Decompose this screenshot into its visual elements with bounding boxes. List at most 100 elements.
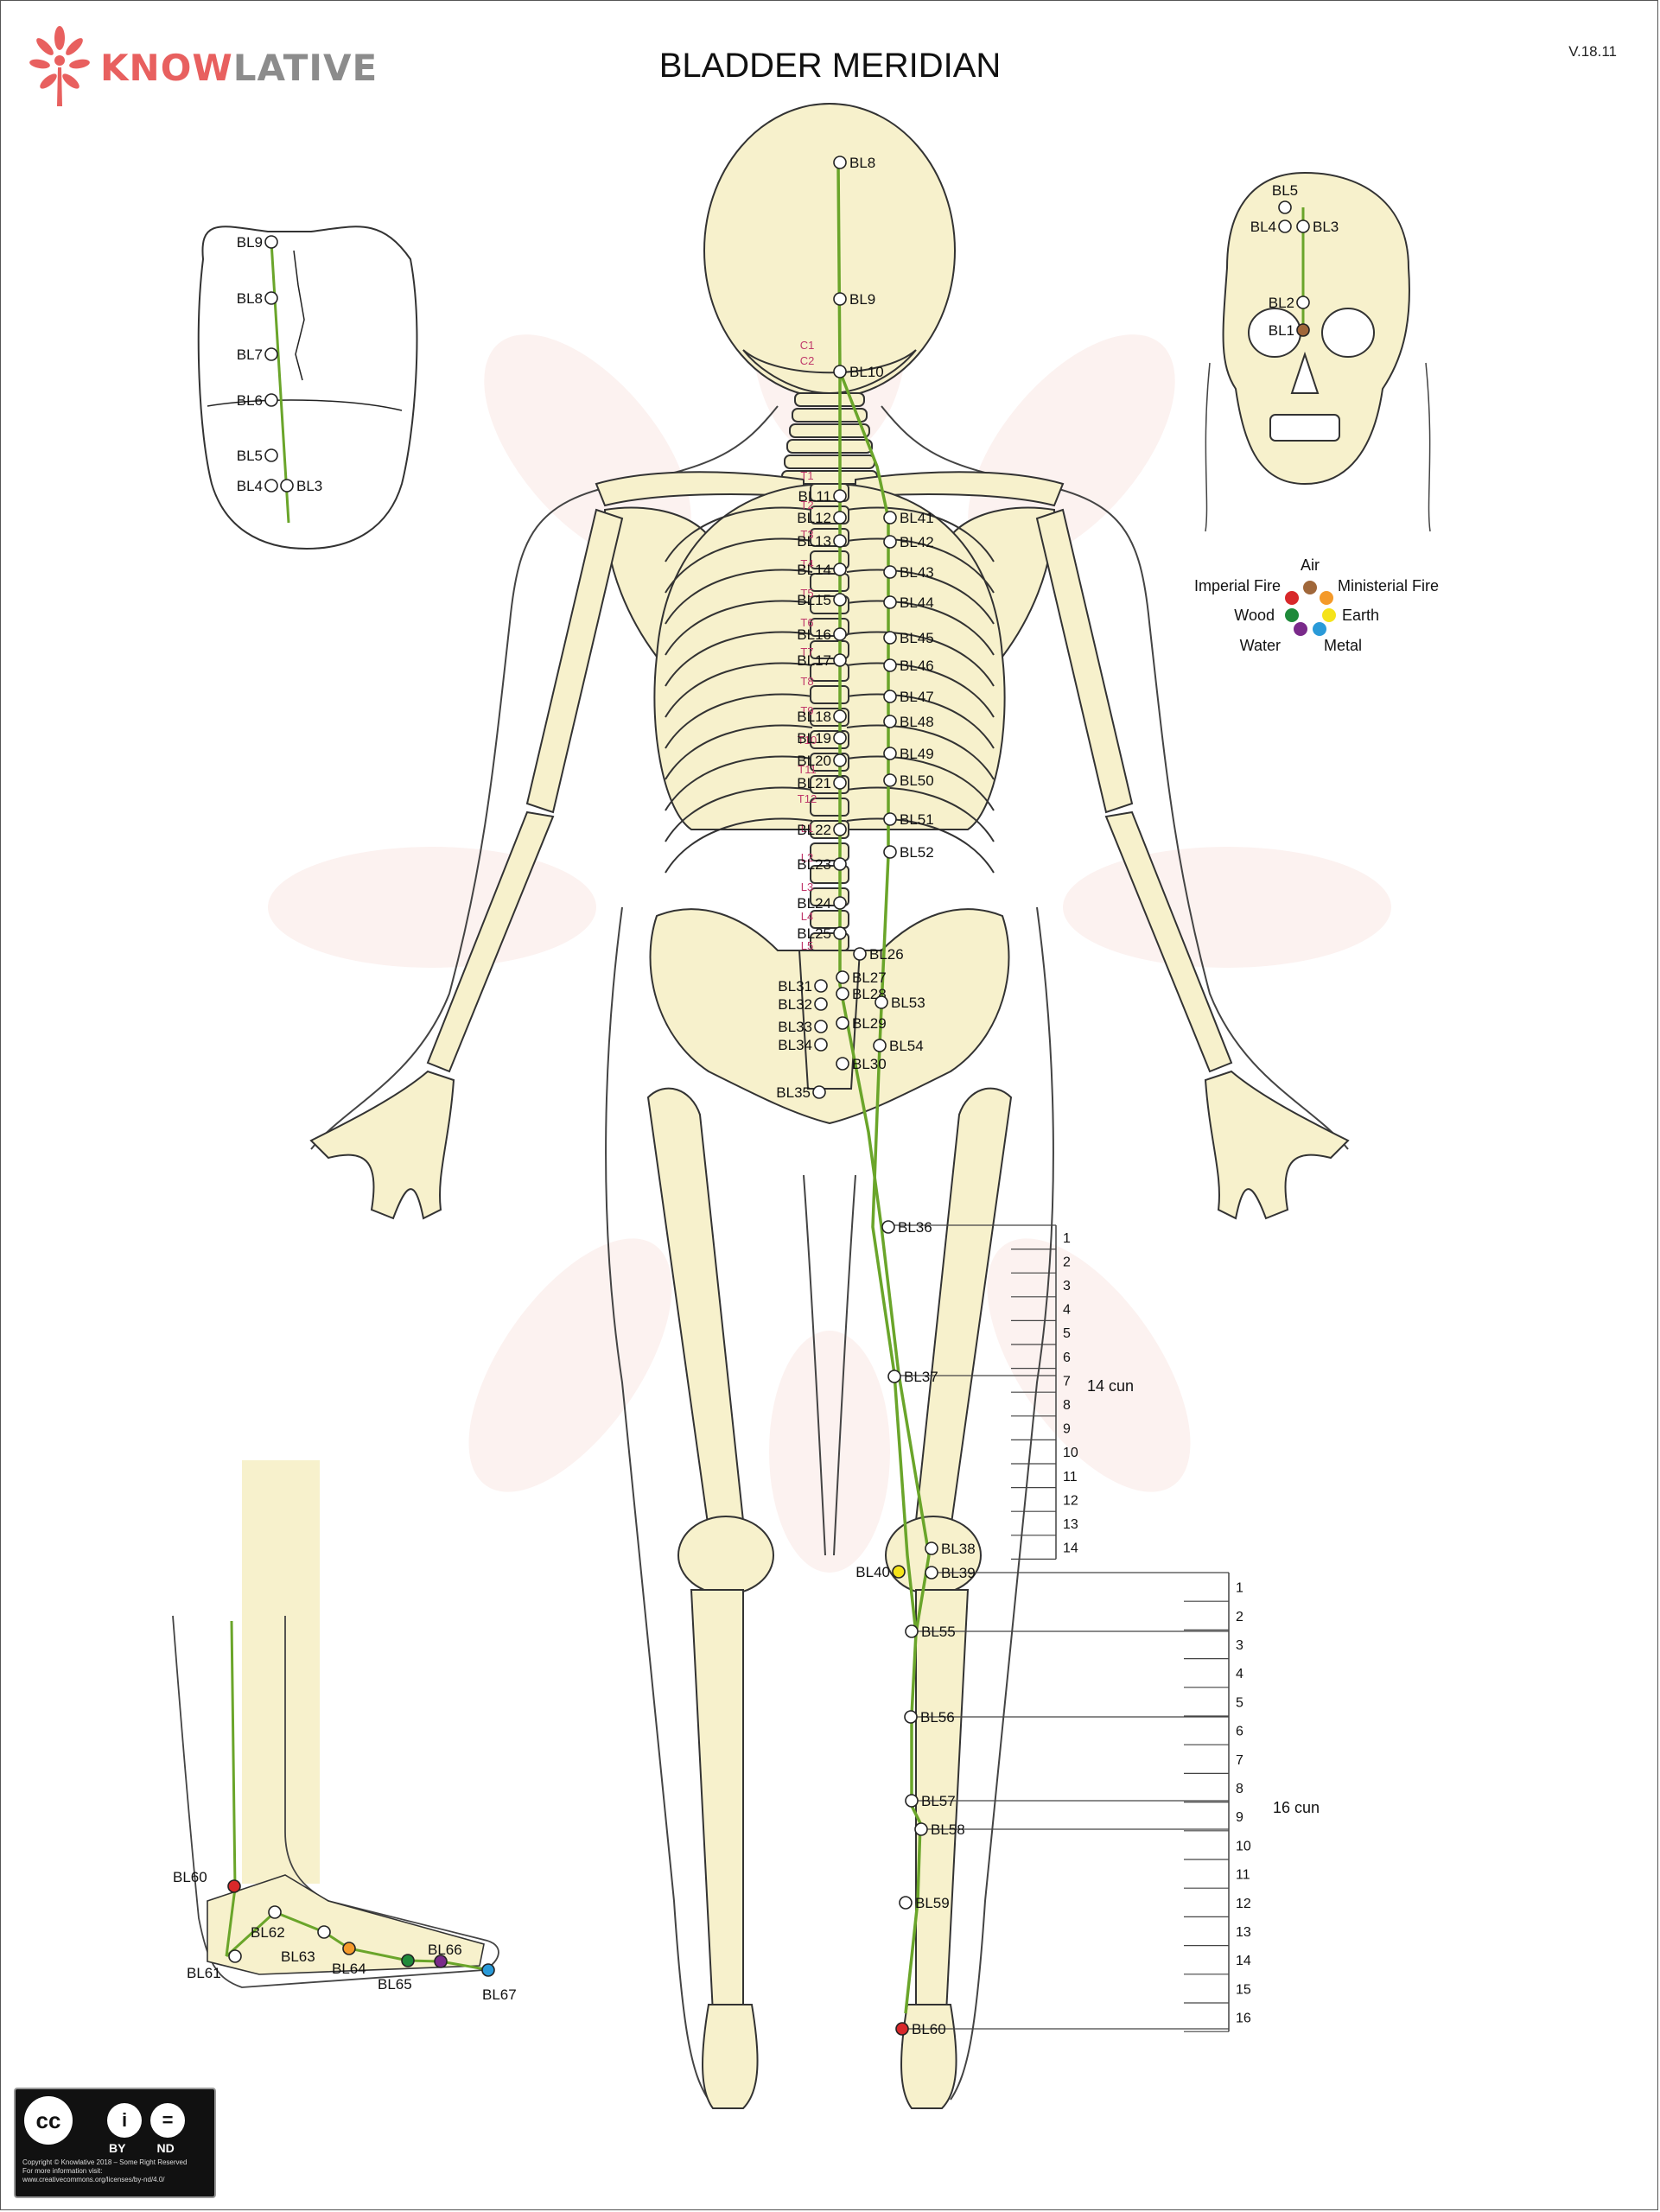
acupoint-BL25-marker xyxy=(833,926,847,940)
acupoint-BL29-marker xyxy=(836,1016,849,1030)
acupoint-BL50-label: BL50 xyxy=(900,772,934,789)
scale-tick-label: 10 xyxy=(1063,1446,1078,1460)
acupoint-BL55-label: BL55 xyxy=(921,1624,956,1640)
right-rib xyxy=(846,693,995,749)
foot-BL67-label: BL67 xyxy=(482,1986,517,2003)
acupoint-BL31-marker xyxy=(814,979,828,993)
scale-tick-label: 13 xyxy=(1236,1925,1251,1940)
acupoint-BL20-marker xyxy=(833,753,847,767)
scale-tick-label: 3 xyxy=(1236,1638,1243,1653)
acupoint-BL38-marker xyxy=(925,1541,938,1555)
acupoint-BL54-marker xyxy=(873,1039,887,1052)
left-rib xyxy=(665,537,813,594)
legend-label-air: Air xyxy=(1301,556,1320,574)
vertebra-label-T7: T7 xyxy=(800,645,813,658)
license-info: For more information visit: xyxy=(22,2167,103,2175)
foot-BL61-label: BL61 xyxy=(187,1965,221,1981)
acupoint-BL19-label: BL19 xyxy=(797,730,831,747)
acupoints-main: BL8BL9BL10BL11BL12BL13BL14BL15BL16BL17BL… xyxy=(776,155,975,2037)
legend-dot-earth xyxy=(1322,608,1336,622)
cervical-vertebra xyxy=(784,454,875,469)
vertebra-labels: C1C2T1T2T3T4T5T6T7T8T9T10T11T12L1L2L3L4L… xyxy=(798,339,817,952)
scale-tick-label: 14 xyxy=(1236,1954,1251,1968)
foot-BL64-marker xyxy=(342,1942,356,1955)
acupoint-BL32-label: BL32 xyxy=(778,996,812,1013)
scale-tick-label: 9 xyxy=(1063,1422,1071,1437)
acupoint-BL36-label: BL36 xyxy=(898,1219,932,1236)
head-top-BL8-marker xyxy=(264,291,278,305)
cc-icon: cc xyxy=(24,2096,73,2145)
acupoint-BL59-marker xyxy=(899,1896,913,1910)
scale-tick-label: 10 xyxy=(1236,1839,1251,1853)
acupoint-BL10-marker xyxy=(833,365,847,378)
left-rib xyxy=(665,817,813,874)
foot-BL62-marker xyxy=(268,1905,282,1919)
acupoint-BL30-label: BL30 xyxy=(852,1056,887,1072)
acupoint-BL12-marker xyxy=(833,511,847,524)
acupoint-BL11-marker xyxy=(833,489,847,503)
face-BL3-label: BL3 xyxy=(1313,219,1339,235)
page-title: BLADDER MERIDIAN xyxy=(658,47,1002,85)
acupoint-BL21-label: BL21 xyxy=(797,775,831,791)
scale-tick-label: 12 xyxy=(1063,1493,1078,1508)
cervical-vertebra xyxy=(794,392,865,407)
acupoint-BL44-label: BL44 xyxy=(900,594,934,611)
vertebra-label-T2: T2 xyxy=(800,499,813,512)
head-top-BL4-marker xyxy=(264,479,278,493)
scale-tick-label: 16 xyxy=(1236,2012,1251,2026)
right-rib xyxy=(846,786,995,842)
head-top-BL5-marker xyxy=(264,448,278,462)
legend-dot-imperial-fire xyxy=(1285,591,1299,605)
acupoint-BL53-marker xyxy=(875,995,888,1009)
scale-tick-label: 2 xyxy=(1063,1255,1071,1269)
lambdoid-suture xyxy=(207,399,403,411)
scale-tick-label: 14 xyxy=(1063,1541,1078,1556)
acupoint-BL23-label: BL23 xyxy=(797,856,831,873)
foot-BL65-label: BL65 xyxy=(378,1976,412,1993)
acupoint-BL28-marker xyxy=(836,987,849,1001)
acupoint-BL39-label: BL39 xyxy=(941,1565,976,1581)
foot-BL66-label: BL66 xyxy=(428,1942,462,1958)
vertebra-label-L3: L3 xyxy=(801,880,813,893)
acupoint-BL32-marker xyxy=(814,997,828,1011)
acupoint-BL26-marker xyxy=(853,947,867,961)
scale-tick-label: 12 xyxy=(1236,1897,1251,1911)
spine-vertebra xyxy=(810,685,849,704)
acupoint-BL39-marker xyxy=(925,1566,938,1580)
left-rib xyxy=(665,631,813,687)
acupoint-BL8-marker xyxy=(833,156,847,169)
right-heel xyxy=(900,2004,957,2109)
scale-tick-label: 3 xyxy=(1063,1279,1071,1294)
acupoint-BL55-marker xyxy=(905,1624,919,1638)
acupoint-BL24-marker xyxy=(833,896,847,910)
right-rib xyxy=(846,755,995,811)
face-BL1-label: BL1 xyxy=(1269,322,1294,339)
right-hand xyxy=(1204,1070,1350,1220)
license-copyright: Copyright © Knowlative 2018 – Some Right… xyxy=(22,2158,188,2166)
head-top-BL6-marker xyxy=(264,393,278,407)
right-rib xyxy=(846,724,995,780)
acupoint-BL44-marker xyxy=(883,595,897,609)
acupoint-BL24-label: BL24 xyxy=(797,895,831,912)
neck-outline xyxy=(1205,362,1431,532)
scale-tick-label: 15 xyxy=(1236,1982,1251,1997)
legend-dot-metal xyxy=(1313,622,1326,636)
teeth xyxy=(1269,414,1340,442)
right-rib xyxy=(846,631,995,687)
acupoint-BL22-label: BL22 xyxy=(797,822,831,838)
license-nd: ND xyxy=(156,2141,175,2155)
legend-dot-air xyxy=(1303,581,1317,594)
license-url: www.creativecommons.org/licenses/by-nd/4… xyxy=(22,2176,165,2183)
face-BL1-marker xyxy=(1296,323,1310,337)
foot-BL60-marker xyxy=(227,1879,241,1893)
legend-label-ministerial-fire: Ministerial Fire xyxy=(1338,577,1439,594)
acupoint-BL34-label: BL34 xyxy=(778,1037,812,1053)
acupoint-BL21-marker xyxy=(833,776,847,790)
vertebra-label-C1: C1 xyxy=(800,339,815,352)
leg-bone-side xyxy=(242,1460,320,1884)
acupoint-BL9-label: BL9 xyxy=(849,291,875,308)
acupoint-BL38-label: BL38 xyxy=(941,1541,976,1557)
acupoint-BL16-label: BL16 xyxy=(797,626,831,643)
